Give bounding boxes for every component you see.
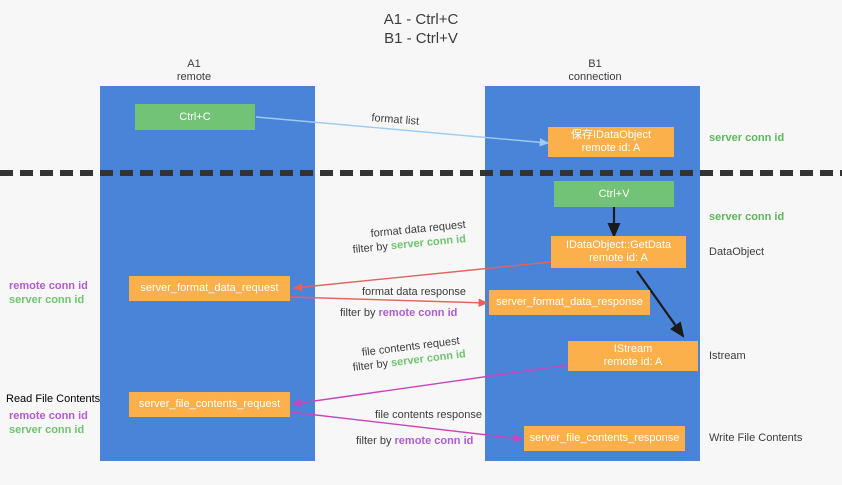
margin-note-file-conn-ids: remote conn id server conn id: [9, 409, 88, 437]
lane-header-a1: A1 remote: [114, 58, 274, 84]
lane-header-b1-sub: connection: [568, 71, 622, 83]
title-line-2: B1 - Ctrl+V: [384, 30, 458, 47]
margin-note-file-server: server conn id: [9, 424, 85, 436]
edge-label-format-list: format list: [370, 111, 420, 128]
lifecycle-divider: [0, 170, 842, 176]
page-title: A1 - Ctrl+C B1 - Ctrl+V: [0, 10, 842, 48]
node-server-file-contents-response[interactable]: server_file_contents_response: [524, 426, 685, 451]
node-istream[interactable]: IStream remote id: A: [568, 341, 698, 371]
edge-label-file-contents-response-filter: filter by remote conn id: [356, 434, 473, 449]
edge-label-format-data-response-filter-value: remote conn id: [378, 307, 458, 319]
node-ctrl-v-label: Ctrl+V: [598, 187, 630, 200]
node-ctrl-v[interactable]: Ctrl+V: [554, 181, 674, 207]
node-ctrl-c-label: Ctrl+C: [179, 110, 211, 123]
node-server-file-contents-response-label: server_file_contents_response: [529, 432, 680, 444]
node-save-idataobject-line2: remote id: A: [581, 142, 641, 154]
edge-label-format-data-request-filter-prefix: filter by: [352, 240, 392, 256]
margin-note-file-remote: remote conn id: [9, 410, 88, 422]
edge-label-format-data-response-filter-prefix: filter by: [340, 307, 379, 319]
node-server-format-data-response-label: server_format_data_response: [496, 296, 643, 308]
node-server-format-data-request-label: server_format_data_request: [140, 282, 279, 294]
node-istream-line2: remote id: A: [603, 356, 663, 368]
node-idataobject-getdata-line1: IDataObject::GetData: [565, 239, 672, 251]
edge-label-file-contents-request-filter-prefix: filter by: [352, 357, 392, 374]
margin-note-format-server: server conn id: [9, 294, 85, 306]
lane-header-b1: B1 connection: [515, 58, 675, 84]
side-label-istream: Istream: [709, 350, 746, 362]
margin-note-format-remote: remote conn id: [9, 280, 88, 292]
edge-label-file-contents-response-filter-value: remote conn id: [394, 435, 474, 447]
side-label-server-conn-id-top: server conn id: [709, 132, 785, 144]
node-idataobject-getdata-line2: remote id: A: [589, 252, 648, 264]
node-server-format-data-response[interactable]: server_format_data_response: [489, 290, 650, 315]
node-idataobject-getdata[interactable]: IDataObject::GetData remote id: A: [551, 236, 686, 268]
lane-header-a1-sub: remote: [176, 71, 212, 83]
lane-header-a1-name: A1: [187, 58, 201, 70]
margin-note-read-file-contents: Read File Contents: [6, 393, 101, 405]
node-istream-line1: IStream: [613, 343, 653, 355]
title-line-1: A1 - Ctrl+C: [383, 11, 459, 28]
side-label-server-conn-id-mid: server conn id: [709, 211, 785, 223]
edge-label-format-data-response: format data response: [362, 286, 466, 298]
node-save-idataobject-line1: 保存IDataObject: [570, 129, 652, 141]
edge-label-file-contents-response-filter-prefix: filter by: [356, 435, 395, 447]
node-server-file-contents-request[interactable]: server_file_contents_request: [129, 392, 290, 417]
edge-label-format-data-response-filter: filter by remote conn id: [340, 306, 457, 321]
side-label-dataobject: DataObject: [709, 246, 765, 258]
node-server-format-data-request[interactable]: server_format_data_request: [129, 276, 290, 301]
edge-label-file-contents-response: file contents response: [375, 409, 483, 421]
node-save-idataobject[interactable]: 保存IDataObject remote id: A: [548, 127, 674, 157]
node-ctrl-c[interactable]: Ctrl+C: [135, 104, 255, 130]
node-server-file-contents-request-label: server_file_contents_request: [138, 398, 281, 410]
side-label-write-file-contents: Write File Contents: [709, 432, 803, 444]
margin-note-format-conn-ids: remote conn id server conn id: [9, 279, 88, 307]
lane-header-b1-name: B1: [588, 58, 602, 70]
